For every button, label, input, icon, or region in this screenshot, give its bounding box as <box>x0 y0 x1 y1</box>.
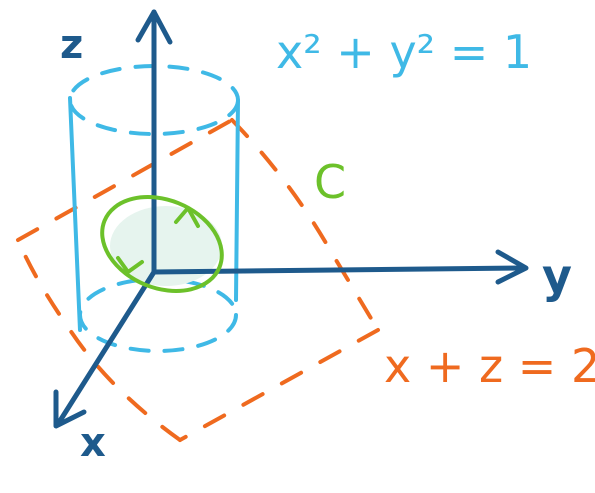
cylinder-equation: x² + y² = 1 <box>276 25 532 79</box>
cylinder-right-side <box>234 98 240 302</box>
curve-c-ellipse <box>100 195 224 293</box>
curve-c <box>100 195 224 293</box>
x-axis <box>55 269 157 427</box>
plane-equation: x + z = 2 <box>384 339 595 393</box>
curve-c-arrow-top <box>174 206 200 228</box>
cylinder-left-side <box>68 96 82 332</box>
axis-label-y: y <box>542 249 572 303</box>
axis-label-z: z <box>60 22 83 68</box>
x-axis-arrowhead <box>53 389 87 429</box>
curve-label-c: C <box>314 155 346 209</box>
axis-label-x: x <box>80 420 106 466</box>
curve-c-arrow-left <box>116 256 144 274</box>
z-axis-arrowhead <box>135 9 173 45</box>
plane-outline <box>16 118 380 442</box>
y-axis-arrowhead <box>495 249 529 285</box>
